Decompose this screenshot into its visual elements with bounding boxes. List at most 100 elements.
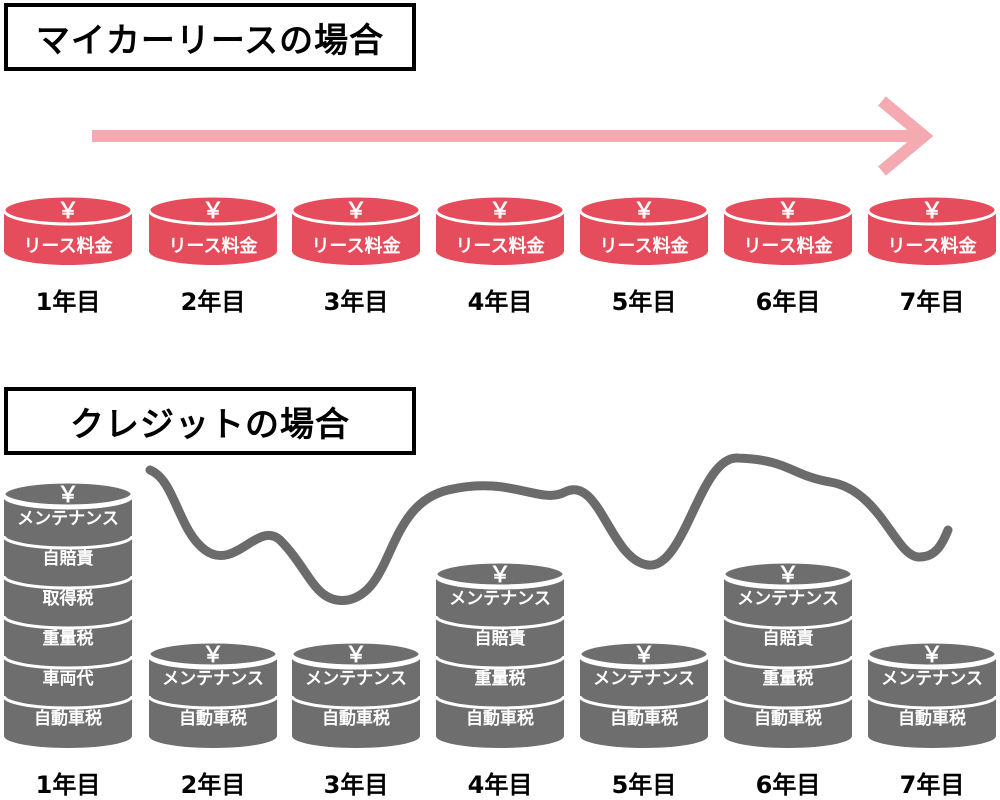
lease-coin: ￥ リース料金	[578, 194, 710, 265]
credit-layer-label: 自動車税	[466, 708, 534, 729]
credit-layer-edge	[290, 695, 422, 710]
lease-year-label: 7年目	[899, 288, 965, 316]
credit-layer-edge	[147, 695, 279, 710]
yen-icon: ￥	[345, 643, 367, 668]
yen-icon: ￥	[202, 643, 224, 668]
lease-coin: ￥ リース料金	[434, 194, 566, 265]
lease-coin: ￥リース料金	[722, 194, 854, 265]
credit-layer-edge	[290, 655, 422, 670]
yen-icon: ￥	[489, 563, 511, 588]
lease-coin-label: リース料金	[887, 235, 977, 257]
credit-layer-edge	[578, 695, 710, 710]
credit-year-label: 2年目	[180, 771, 246, 799]
credit-layer-edge	[866, 655, 998, 670]
lease-coin-body	[4, 210, 132, 265]
credit-layer-label: 自動車税	[322, 708, 390, 729]
lease-coin-top	[866, 194, 998, 226]
lease-year-label: 5年目	[611, 288, 677, 316]
credit-layer-edge	[434, 575, 566, 590]
credit-layer-edge	[2, 695, 134, 710]
credit-layer-edge	[578, 655, 710, 670]
credit-layer-label: 重量税	[763, 668, 814, 689]
credit-stack-body	[724, 574, 852, 748]
lease-coin-top	[290, 194, 422, 226]
credit-layer-edge	[722, 655, 854, 670]
credit-layer-label: 自動車税	[179, 708, 247, 729]
credit-layer-label: 自動車税	[754, 708, 822, 729]
lease-coin-label: リース料金	[168, 235, 258, 257]
credit-layer-edge	[722, 575, 854, 590]
lease-year-label: 4年目	[467, 288, 533, 316]
credit-layer-label: メンテナンス	[593, 669, 695, 689]
credit-year-label: 5年目	[611, 771, 677, 799]
credit-stack-top	[434, 560, 566, 588]
lease-coin-body	[580, 210, 708, 265]
credit-layer-label: 自賠責	[475, 628, 526, 649]
credit-layer-label: メンテナンス	[17, 509, 119, 529]
credit-stack-body	[436, 574, 564, 748]
credit-layer-label: 自賠責	[763, 628, 814, 649]
credit-layer-label: メンテナンス	[162, 669, 264, 689]
credit-layer-label: メンテナンス	[305, 669, 407, 689]
yen-icon: ￥	[202, 199, 224, 224]
lease-coin-body	[436, 210, 564, 265]
yen-icon: ￥	[633, 199, 655, 224]
lease-coin-body	[724, 210, 852, 265]
credit-year-label: 4年目	[467, 771, 533, 799]
credit-layer-edge	[2, 615, 134, 630]
lease-coin-label: リース料金	[743, 235, 833, 257]
lease-coin-top	[722, 194, 854, 226]
credit-layer-edge	[2, 655, 134, 670]
credit-layer-label: 取得税	[43, 588, 94, 609]
credit-stack-top	[2, 480, 134, 508]
credit-layer-edge	[434, 655, 566, 670]
credit-layer-label: 重量税	[475, 668, 526, 689]
credit-year-label: 1年目	[35, 771, 101, 799]
credit-year-label: 7年目	[899, 771, 965, 799]
credit-stack-body	[580, 654, 708, 748]
yen-icon: ￥	[57, 483, 79, 508]
credit-layer-label: 車両代	[43, 668, 94, 689]
credit-layer-label: 自動車税	[610, 708, 678, 729]
credit-layer-label: メンテナンス	[449, 589, 551, 609]
lease-coin-label: リース料金	[599, 235, 689, 257]
lease-coin-top	[578, 194, 710, 226]
credit-stack-body	[868, 654, 996, 748]
credit-section-title: クレジットの場合	[4, 387, 416, 455]
credit-layer-label: メンテナンス	[737, 589, 839, 609]
credit-layer-edge	[2, 575, 134, 590]
lease-coin: ￥リース料金	[866, 194, 998, 265]
credit-stack-top	[290, 640, 422, 668]
lease-coin-body	[868, 210, 996, 265]
lease-coin-top	[434, 194, 566, 226]
yen-icon: ￥	[57, 199, 79, 224]
yen-icon: ￥	[921, 643, 943, 668]
lease-coin: ￥ リース料金	[2, 194, 134, 265]
credit-stack-top	[866, 640, 998, 668]
yen-icon: ￥	[633, 643, 655, 668]
credit-year-label: 3年目	[323, 771, 389, 799]
credit-layer-label: メンテナンス	[881, 669, 983, 689]
credit-wave-line	[145, 453, 953, 605]
lease-coin-label: リース料金	[23, 235, 113, 257]
lease-coin-top	[147, 194, 279, 226]
credit-layer-edge	[722, 695, 854, 710]
yen-icon: ￥	[489, 199, 511, 224]
credit-layer-edge	[434, 695, 566, 710]
yen-icon: ￥	[345, 199, 367, 224]
lease-year-label: 2年目	[180, 288, 246, 316]
credit-stack-top	[147, 640, 279, 668]
lease-coin: ￥ リース料金	[147, 194, 279, 265]
credit-layer-edge	[2, 495, 134, 510]
credit-layer-edge	[722, 615, 854, 630]
lease-coin-label: リース料金	[455, 235, 545, 257]
lease-coin-body	[292, 210, 420, 265]
lease-coin-body	[149, 210, 277, 265]
lease-section-title: マイカーリースの場合	[4, 3, 416, 71]
